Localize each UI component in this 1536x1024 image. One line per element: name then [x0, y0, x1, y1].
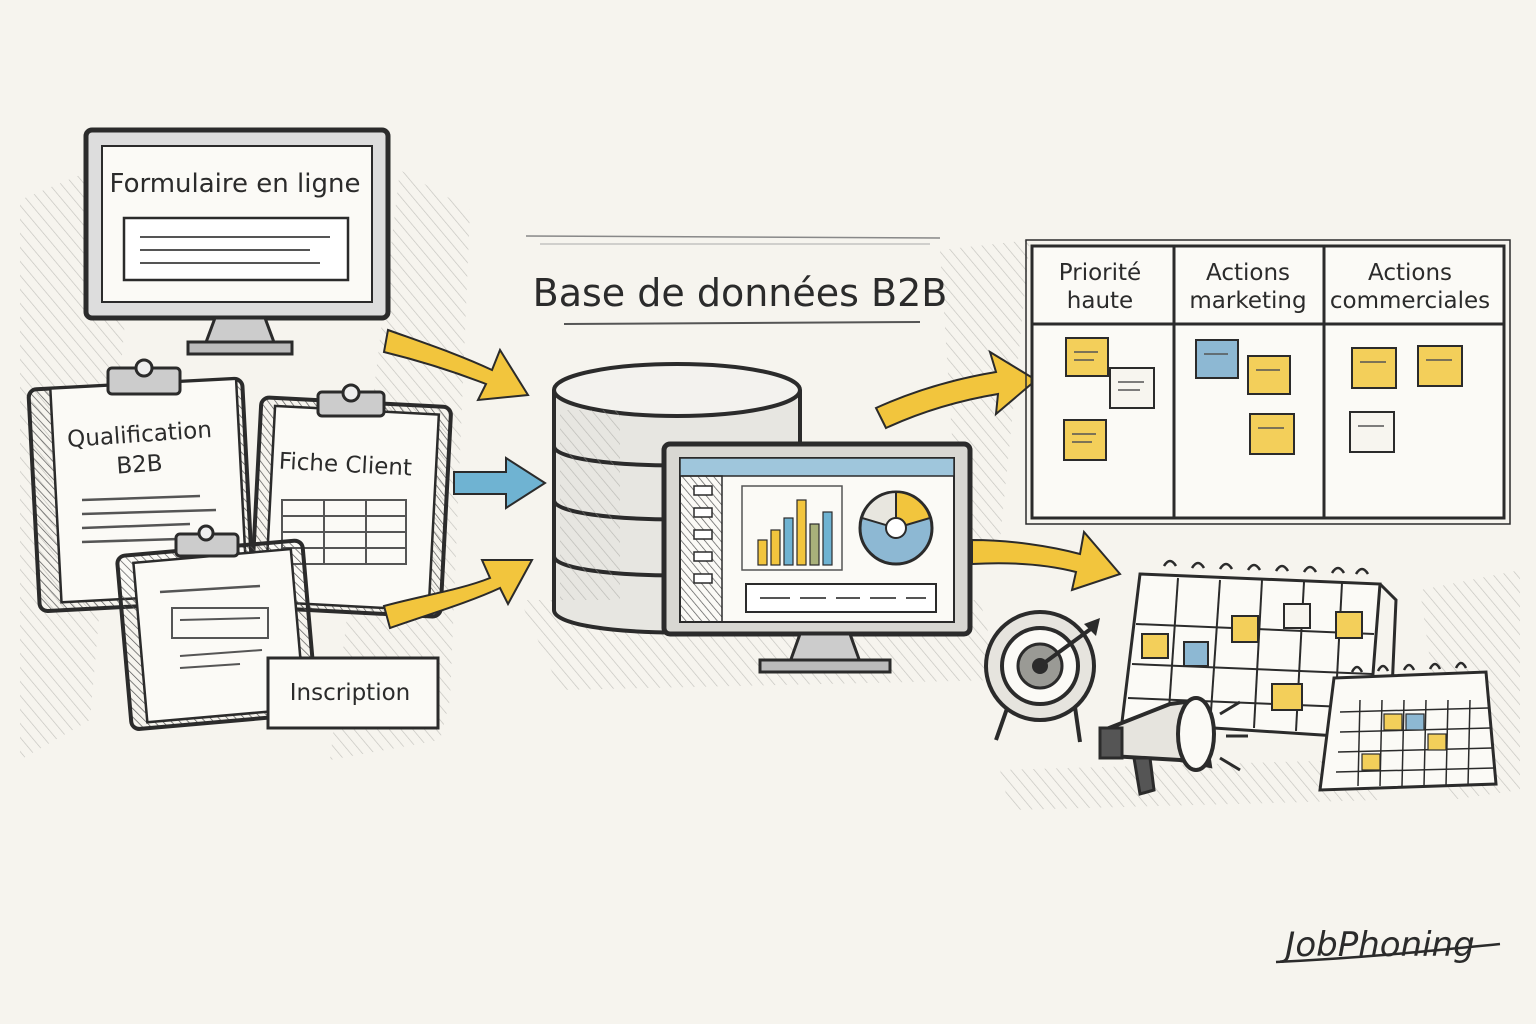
board-column-2-line1: Actions [1206, 260, 1290, 286]
dashboard-monitor-icon [661, 441, 973, 674]
arrow-icon [971, 529, 1122, 592]
board-column-3-line2: commerciales [1330, 288, 1490, 314]
registration-label: Inscription [290, 680, 411, 706]
brand-logo: JobPhoning [1275, 925, 1501, 965]
online-form-monitor: Formulaire en ligne [83, 127, 391, 356]
brand-name: JobPhoning [1279, 925, 1474, 965]
board-column-header-sales: Actions commerciales [1330, 260, 1490, 314]
board-column-2-line2: marketing [1189, 288, 1306, 314]
mini-pie-chart [858, 490, 934, 566]
arrow-icon [382, 328, 530, 402]
calendar-icon [1120, 559, 1398, 740]
online-form-label: Formulaire en ligne [110, 169, 361, 199]
arrow-icon [382, 559, 534, 630]
registration-card: Inscription [266, 656, 440, 730]
megaphone-icon [1098, 696, 1248, 796]
diagram-title: Base de données B2B [525, 235, 948, 325]
calendar-icon [1318, 661, 1498, 792]
target-icon [984, 610, 1100, 743]
board-column-3-line1: Actions [1368, 260, 1452, 286]
sticky-notes [1063, 337, 1463, 461]
qualification-label-line2: B2B [116, 450, 164, 479]
registration-clipboard: Inscription [115, 524, 440, 731]
board-column-header-priority: Priorité haute [1059, 260, 1141, 314]
kanban-board-icon: Priorité haute Actions marketing Actions… [1025, 239, 1511, 525]
board-column-1-line1: Priorité [1059, 260, 1141, 286]
page-title: Base de données B2B [533, 271, 948, 315]
monitor-icon [83, 127, 391, 356]
board-column-1-line2: haute [1067, 288, 1133, 314]
board-column-header-marketing: Actions marketing [1189, 260, 1306, 314]
mini-bar-chart [757, 499, 833, 566]
arrow-icon [453, 456, 547, 510]
